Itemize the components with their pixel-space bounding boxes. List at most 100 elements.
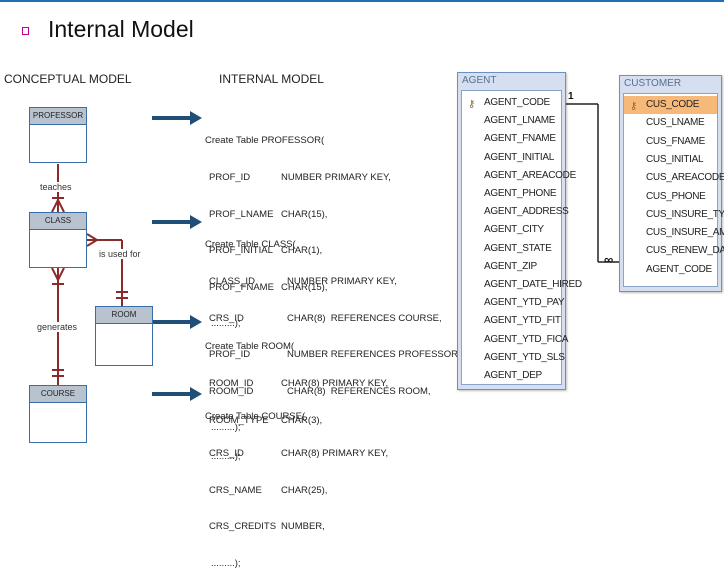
agent-field-label: AGENT_CODE [484,97,550,108]
primary-key-icon: ⚷ [468,99,476,110]
sql-line: Create Table CLASS( [205,239,296,251]
agent-field[interactable]: AGENT_YTD_FICA [462,331,568,349]
entity-course-name: COURSE [30,386,86,403]
rel-is-used-for: is used for [99,249,141,259]
agent-field[interactable]: AGENT_PHONE [462,185,561,203]
agent-field-label: AGENT_STATE [484,242,552,254]
customer-field-label: CUS_AREACODE [646,172,724,184]
customer-field[interactable]: CUS_FNAME [624,133,717,151]
teaches-crowfoot [51,197,65,213]
agent-field-label: AGENT_CITY [484,224,544,236]
agent-field[interactable]: AGENT_DATE_HIRED [462,276,582,294]
customer-field[interactable]: CUS_RENEW_DATE [624,242,724,260]
agent-field-label: AGENT_YTD_FICA [484,333,569,345]
agent-field-list: ⚷ AGENT_CODE AGENT_LNAME AGENT_FNAME AGENT_I… [461,90,582,385]
internal-model-heading: INTERNAL MODEL [219,72,324,86]
sql-line: Create Table PROFESSOR( [205,135,325,147]
agent-field[interactable]: AGENT_FNAME [462,130,561,148]
customer-field[interactable]: AGENT_CODE [624,261,717,279]
agent-field-label: AGENT_DEP [484,370,542,381]
agent-field-label: AGENT_LNAME [484,115,556,127]
customer-field-label: CUS_RENEW_DATE [646,245,724,257]
sql-line: .........); [211,451,241,463]
customer-field[interactable]: CUS_INSURE_TYPE [624,206,724,224]
rel-teaches: teaches [40,182,72,192]
agent-table-name: AGENT [462,75,497,86]
customer-field[interactable]: CUS_AREACODE [624,169,724,187]
customer-field-list: ⚷CUS_CODE CUS_LNAME CUS_FNAME CUS_INITIAL CU… [623,93,724,287]
cardinality-one: 1 [568,91,574,102]
top-accent-bar [0,0,724,2]
customer-field[interactable]: CUS_LNAME [624,114,717,132]
agent-field-label: AGENT_ZIP [484,260,537,272]
agent-field[interactable]: AGENT_YTD_PAY [462,294,565,312]
agent-field[interactable]: AGENT_CITY [462,221,561,239]
agent-field[interactable]: AGENT_YTD_FIT [462,312,561,330]
entity-course: COURSE [29,385,87,443]
entity-class: CLASS [29,212,87,268]
slide-title: Internal Model [48,16,194,42]
agent-field[interactable]: AGENT_ZIP [462,258,561,276]
agent-field[interactable]: ⚷ AGENT_CODE [462,94,561,112]
agent-field-label: AGENT_AREACODE [484,169,576,181]
entity-room: ROOM [95,306,153,366]
agent-field-label: AGENT_INITIAL [484,151,555,163]
sql-line: .........); [211,422,241,434]
agent-field[interactable]: AGENT_STATE [462,240,561,258]
title-bullet-icon [22,27,29,35]
sql-line: Create Table COURSE( [205,411,306,423]
entity-professor-name: PROFESSOR [30,108,86,125]
customer-field[interactable]: CUS_INITIAL [624,151,717,169]
agent-field-label: AGENT_ADDRESS [484,206,569,218]
mapping-arrows [152,111,202,401]
cardinality-many: ∞ [604,252,614,267]
entity-professor: PROFESSOR [29,107,87,163]
agent-field[interactable]: AGENT_DEP [462,367,561,385]
uses-crowfoot [86,233,99,247]
customer-field-label: CUS_INITIAL [646,153,704,165]
agent-field[interactable]: AGENT_YTD_SLS [462,349,565,367]
customer-field-label: CUS_PHONE [646,190,706,202]
agent-field-label: AGENT_YTD_SLS [484,351,565,363]
customer-field[interactable]: CUS_PHONE [624,188,717,206]
sql-line: Create Table ROOM( [205,341,295,353]
generates-crowfoot [51,267,65,283]
entity-room-name: ROOM [96,307,152,324]
customer-field-label: CUS_INSURE_TYPE [646,208,724,220]
customer-field[interactable]: CUS_INSURE_AMT [624,224,724,242]
sql-line: .........); [211,318,241,330]
customer-field-label: CUS_FNAME [646,135,705,147]
agent-field[interactable]: AGENT_AREACODE [462,167,576,185]
agent-table[interactable]: AGENT ⚷ AGENT_CODE AGENT_LNAME AGENT_FNAME A… [457,72,582,390]
rel-generates: generates [37,322,78,332]
agent-customer-line [566,103,620,263]
customer-field-label: AGENT_CODE [646,263,712,275]
agent-field[interactable]: AGENT_INITIAL [462,149,561,167]
agent-field-label: AGENT_PHONE [484,188,557,199]
agent-field-label: AGENT_YTD_PAY [484,297,565,309]
entity-class-name: CLASS [30,213,86,230]
primary-key-icon: ⚷ [630,101,638,112]
agent-field[interactable]: AGENT_ADDRESS [462,203,569,221]
customer-field-label: CUS_INSURE_AMT [646,227,724,239]
conceptual-model-heading: CONCEPTUAL MODEL [4,72,132,86]
agent-field-label: AGENT_DATE_HIRED [484,279,582,290]
customer-field[interactable]: ⚷CUS_CODE [624,96,717,114]
sql-line: .........); [211,557,241,569]
agent-field-label: AGENT_YTD_FIT [484,315,561,327]
customer-field-label: CUS_LNAME [646,117,705,129]
agent-field[interactable]: AGENT_LNAME [462,112,561,130]
